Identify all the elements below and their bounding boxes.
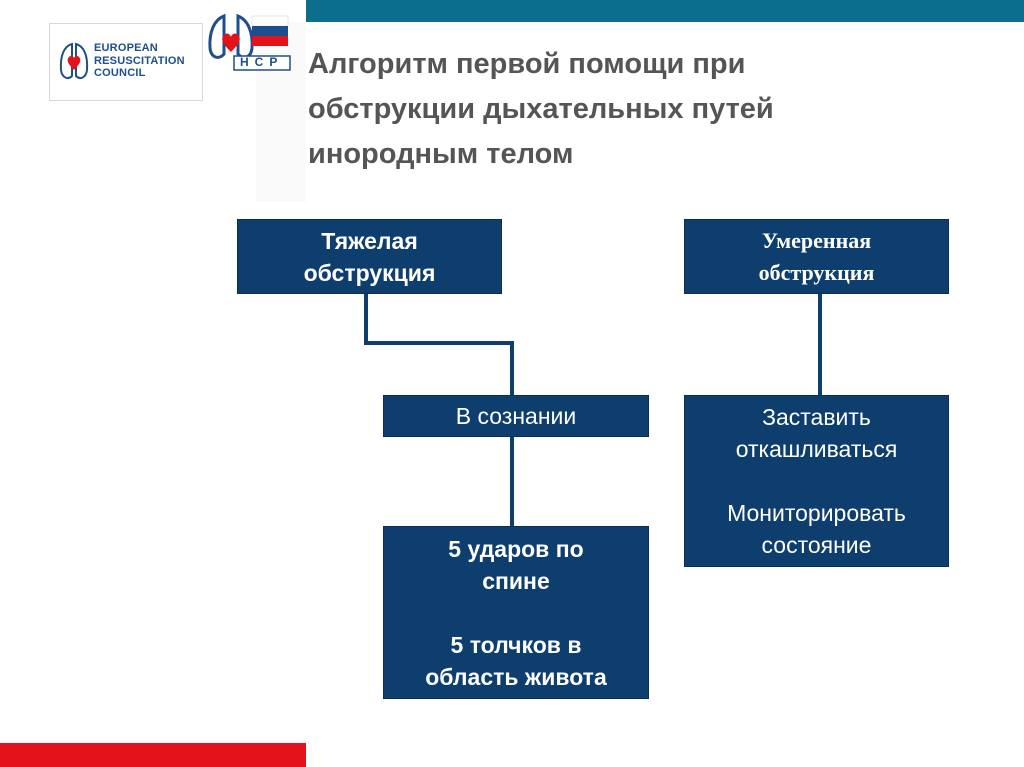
ncr-logo-text: НСР bbox=[240, 55, 284, 69]
top-accent-bar bbox=[306, 0, 1024, 22]
conscious-box: В сознании bbox=[383, 395, 649, 437]
header-shade bbox=[256, 22, 306, 202]
severe-obstruction-box: Тяжелая обструкция bbox=[237, 219, 502, 294]
lungs-heart-icon bbox=[59, 42, 89, 79]
ncr-emblem-icon bbox=[208, 13, 291, 71]
cough-monitor-label: Заставить откашливаться Мониторировать с… bbox=[727, 404, 906, 558]
back-blows-box: 5 ударов по спине 5 толчков в область жи… bbox=[383, 526, 649, 699]
cough-monitor-box: Заставить откашливаться Мониторировать с… bbox=[684, 395, 949, 567]
page-title: Алгоритм первой помощи при обструкции ды… bbox=[308, 48, 774, 170]
erc-logo: EUROPEAN RESUSCITATION COUNCIL bbox=[49, 23, 203, 101]
back-blows-label: 5 ударов по спине 5 толчков в область жи… bbox=[425, 535, 607, 690]
moderate-obstruction-box: Умеренная обструкция bbox=[684, 219, 949, 294]
erc-logo-text: EUROPEAN RESUSCITATION COUNCIL bbox=[94, 42, 185, 79]
connector-severe-to-conscious bbox=[364, 293, 514, 396]
severe-obstruction-label: Тяжелая обструкция bbox=[303, 227, 436, 286]
conscious-label: В сознании bbox=[455, 403, 577, 429]
moderate-obstruction-label: Умеренная обструкция bbox=[758, 227, 875, 285]
ncr-logo: НСР bbox=[206, 12, 292, 83]
bottom-accent-bar bbox=[0, 743, 306, 767]
